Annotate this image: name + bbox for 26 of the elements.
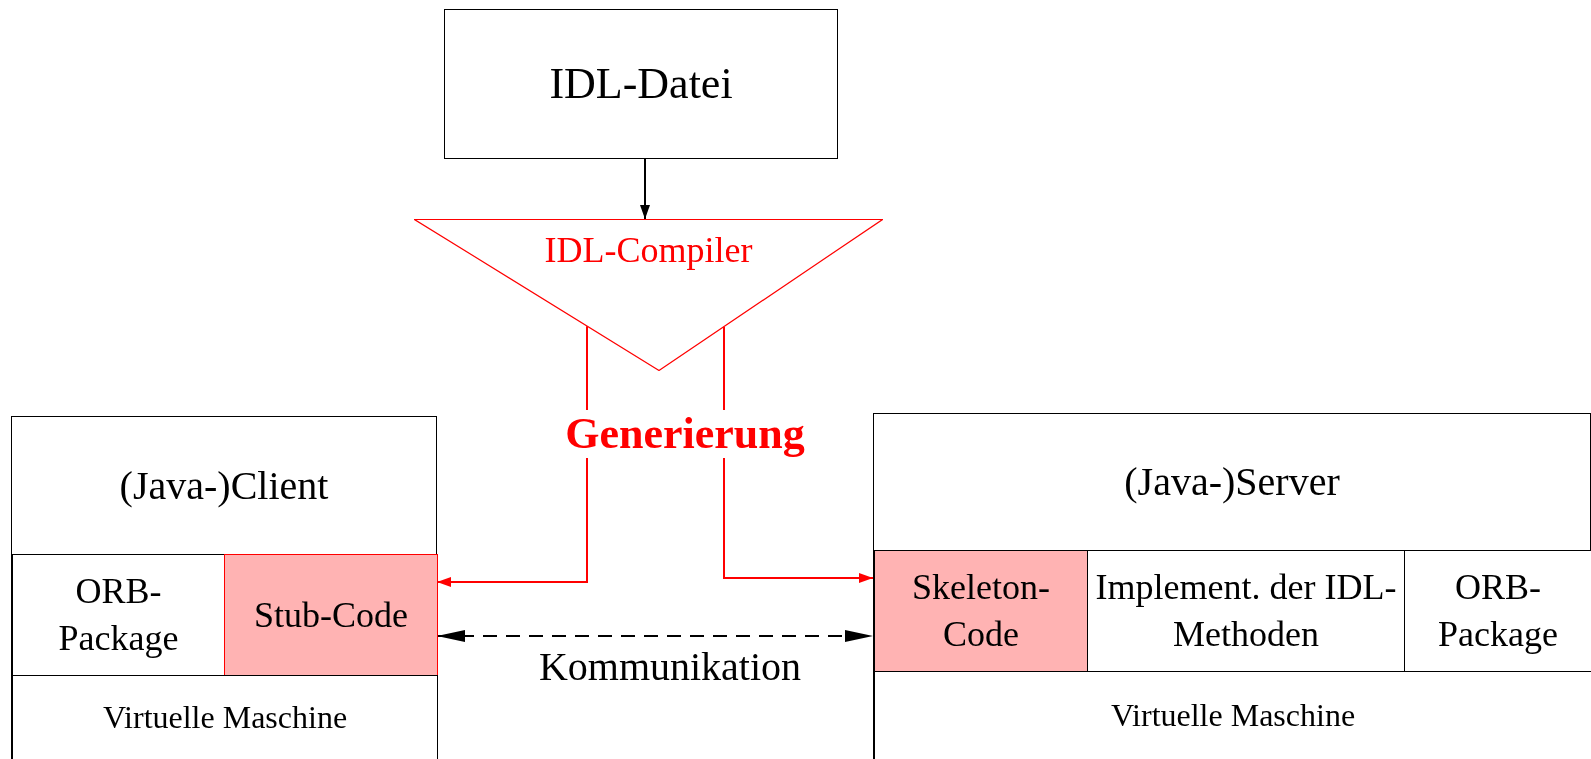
arrow xyxy=(436,630,874,642)
node-label: Virtuelle Maschine xyxy=(102,697,348,737)
node-label: Implement. der IDL-Methoden xyxy=(1094,566,1398,656)
skeleton-cell xyxy=(874,550,1088,672)
node-label: IDL-Datei xyxy=(549,58,733,111)
vm-band xyxy=(874,671,1591,759)
arrow xyxy=(640,158,650,220)
node-label: Skeleton-Code xyxy=(911,566,1051,656)
node-label: ORB-Package xyxy=(1437,566,1559,656)
client-box xyxy=(11,416,437,759)
package-cell xyxy=(1404,550,1591,672)
arrow xyxy=(723,325,874,583)
stub-cell xyxy=(224,554,438,676)
node-label: Stub-Code xyxy=(253,593,409,637)
edge-label: Kommunikation xyxy=(537,645,803,689)
package-cell xyxy=(12,554,225,676)
node-label: Virtuelle Maschine xyxy=(1110,695,1356,735)
arrow xyxy=(436,325,588,587)
node-label: IDL-Compiler xyxy=(544,229,753,272)
process-box xyxy=(444,9,838,159)
node-label: (Java-)Client xyxy=(119,462,329,510)
node-label: ORB-Package xyxy=(57,570,180,660)
compiler-triangle xyxy=(414,219,883,371)
server-box xyxy=(873,413,1591,759)
vm-band xyxy=(12,675,438,759)
node-label: (Java-)Server xyxy=(1124,458,1340,506)
